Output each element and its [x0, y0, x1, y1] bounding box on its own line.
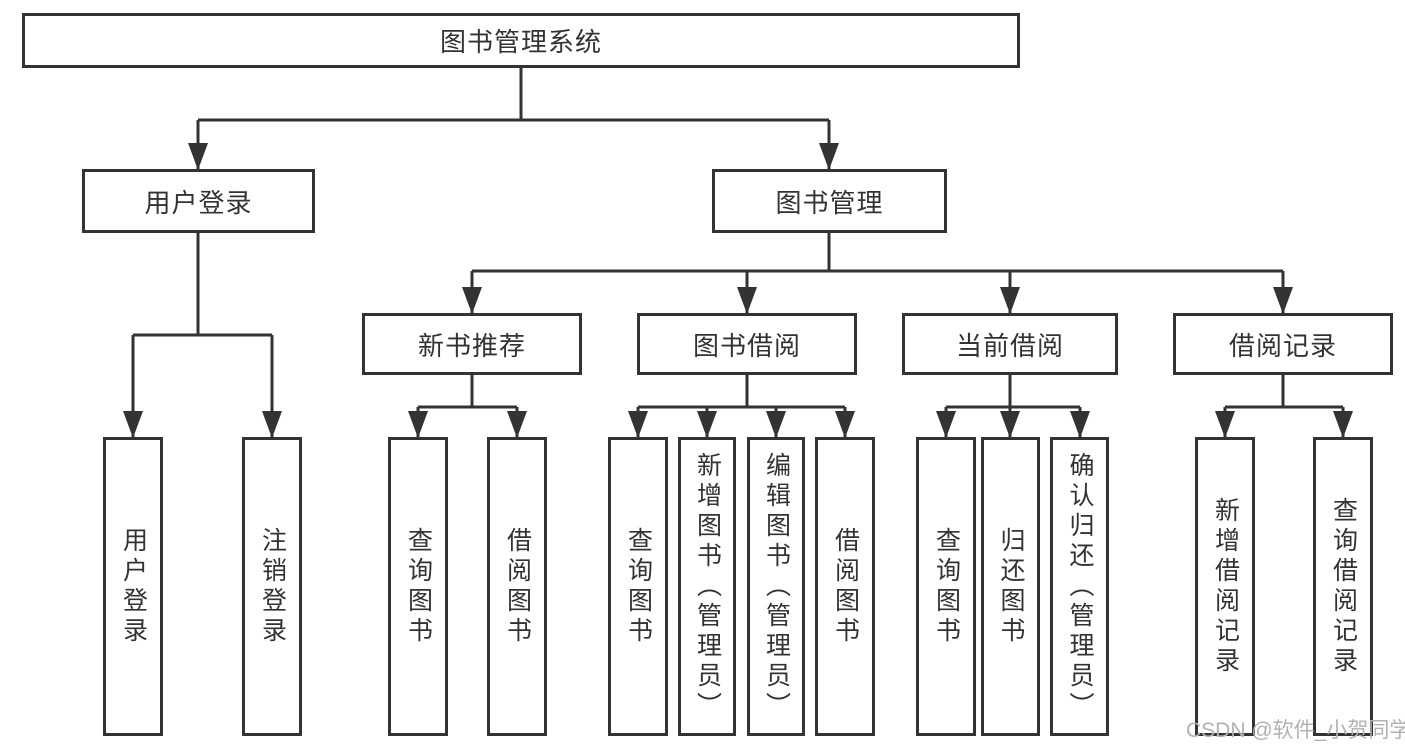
leaf-user-login: 用户登录: [103, 437, 163, 736]
leaf-return-book: 归还图书: [981, 437, 1040, 736]
arrow-lines: [123, 120, 1353, 438]
node-library-system: 图书管理系统: [22, 13, 1020, 68]
leaf-current-query-books: 查询图书: [916, 437, 976, 736]
node-book-borrow: 图书借阅: [637, 313, 857, 375]
leaf-add-borrow-record: 新增借阅记录: [1195, 437, 1255, 736]
leaf-borrow-books: 借阅图书: [815, 437, 875, 736]
leaf-logout: 注销登录: [242, 437, 302, 736]
node-user-login: 用户登录: [82, 169, 315, 233]
node-book-management: 图书管理: [712, 169, 947, 233]
node-borrow-records: 借阅记录: [1173, 313, 1393, 375]
branch-lines: [133, 68, 1343, 409]
node-current-borrow: 当前借阅: [902, 313, 1118, 375]
node-new-book-recommend: 新书推荐: [362, 313, 582, 375]
leaf-recommend-borrow-books: 借阅图书: [487, 437, 547, 736]
leaf-edit-book-admin: 编辑图书（管理员）: [747, 437, 805, 736]
leaf-add-book-admin: 新增图书（管理员）: [678, 437, 736, 736]
leaf-borrow-query-books: 查询图书: [608, 437, 668, 736]
leaf-recommend-query-books: 查询图书: [388, 437, 448, 736]
csdn-watermark: CSDN @软件_小贺同学: [1186, 719, 1405, 742]
leaf-query-borrow-record: 查询借阅记录: [1313, 437, 1373, 736]
leaf-confirm-return-admin: 确认归还（管理员）: [1050, 437, 1109, 736]
